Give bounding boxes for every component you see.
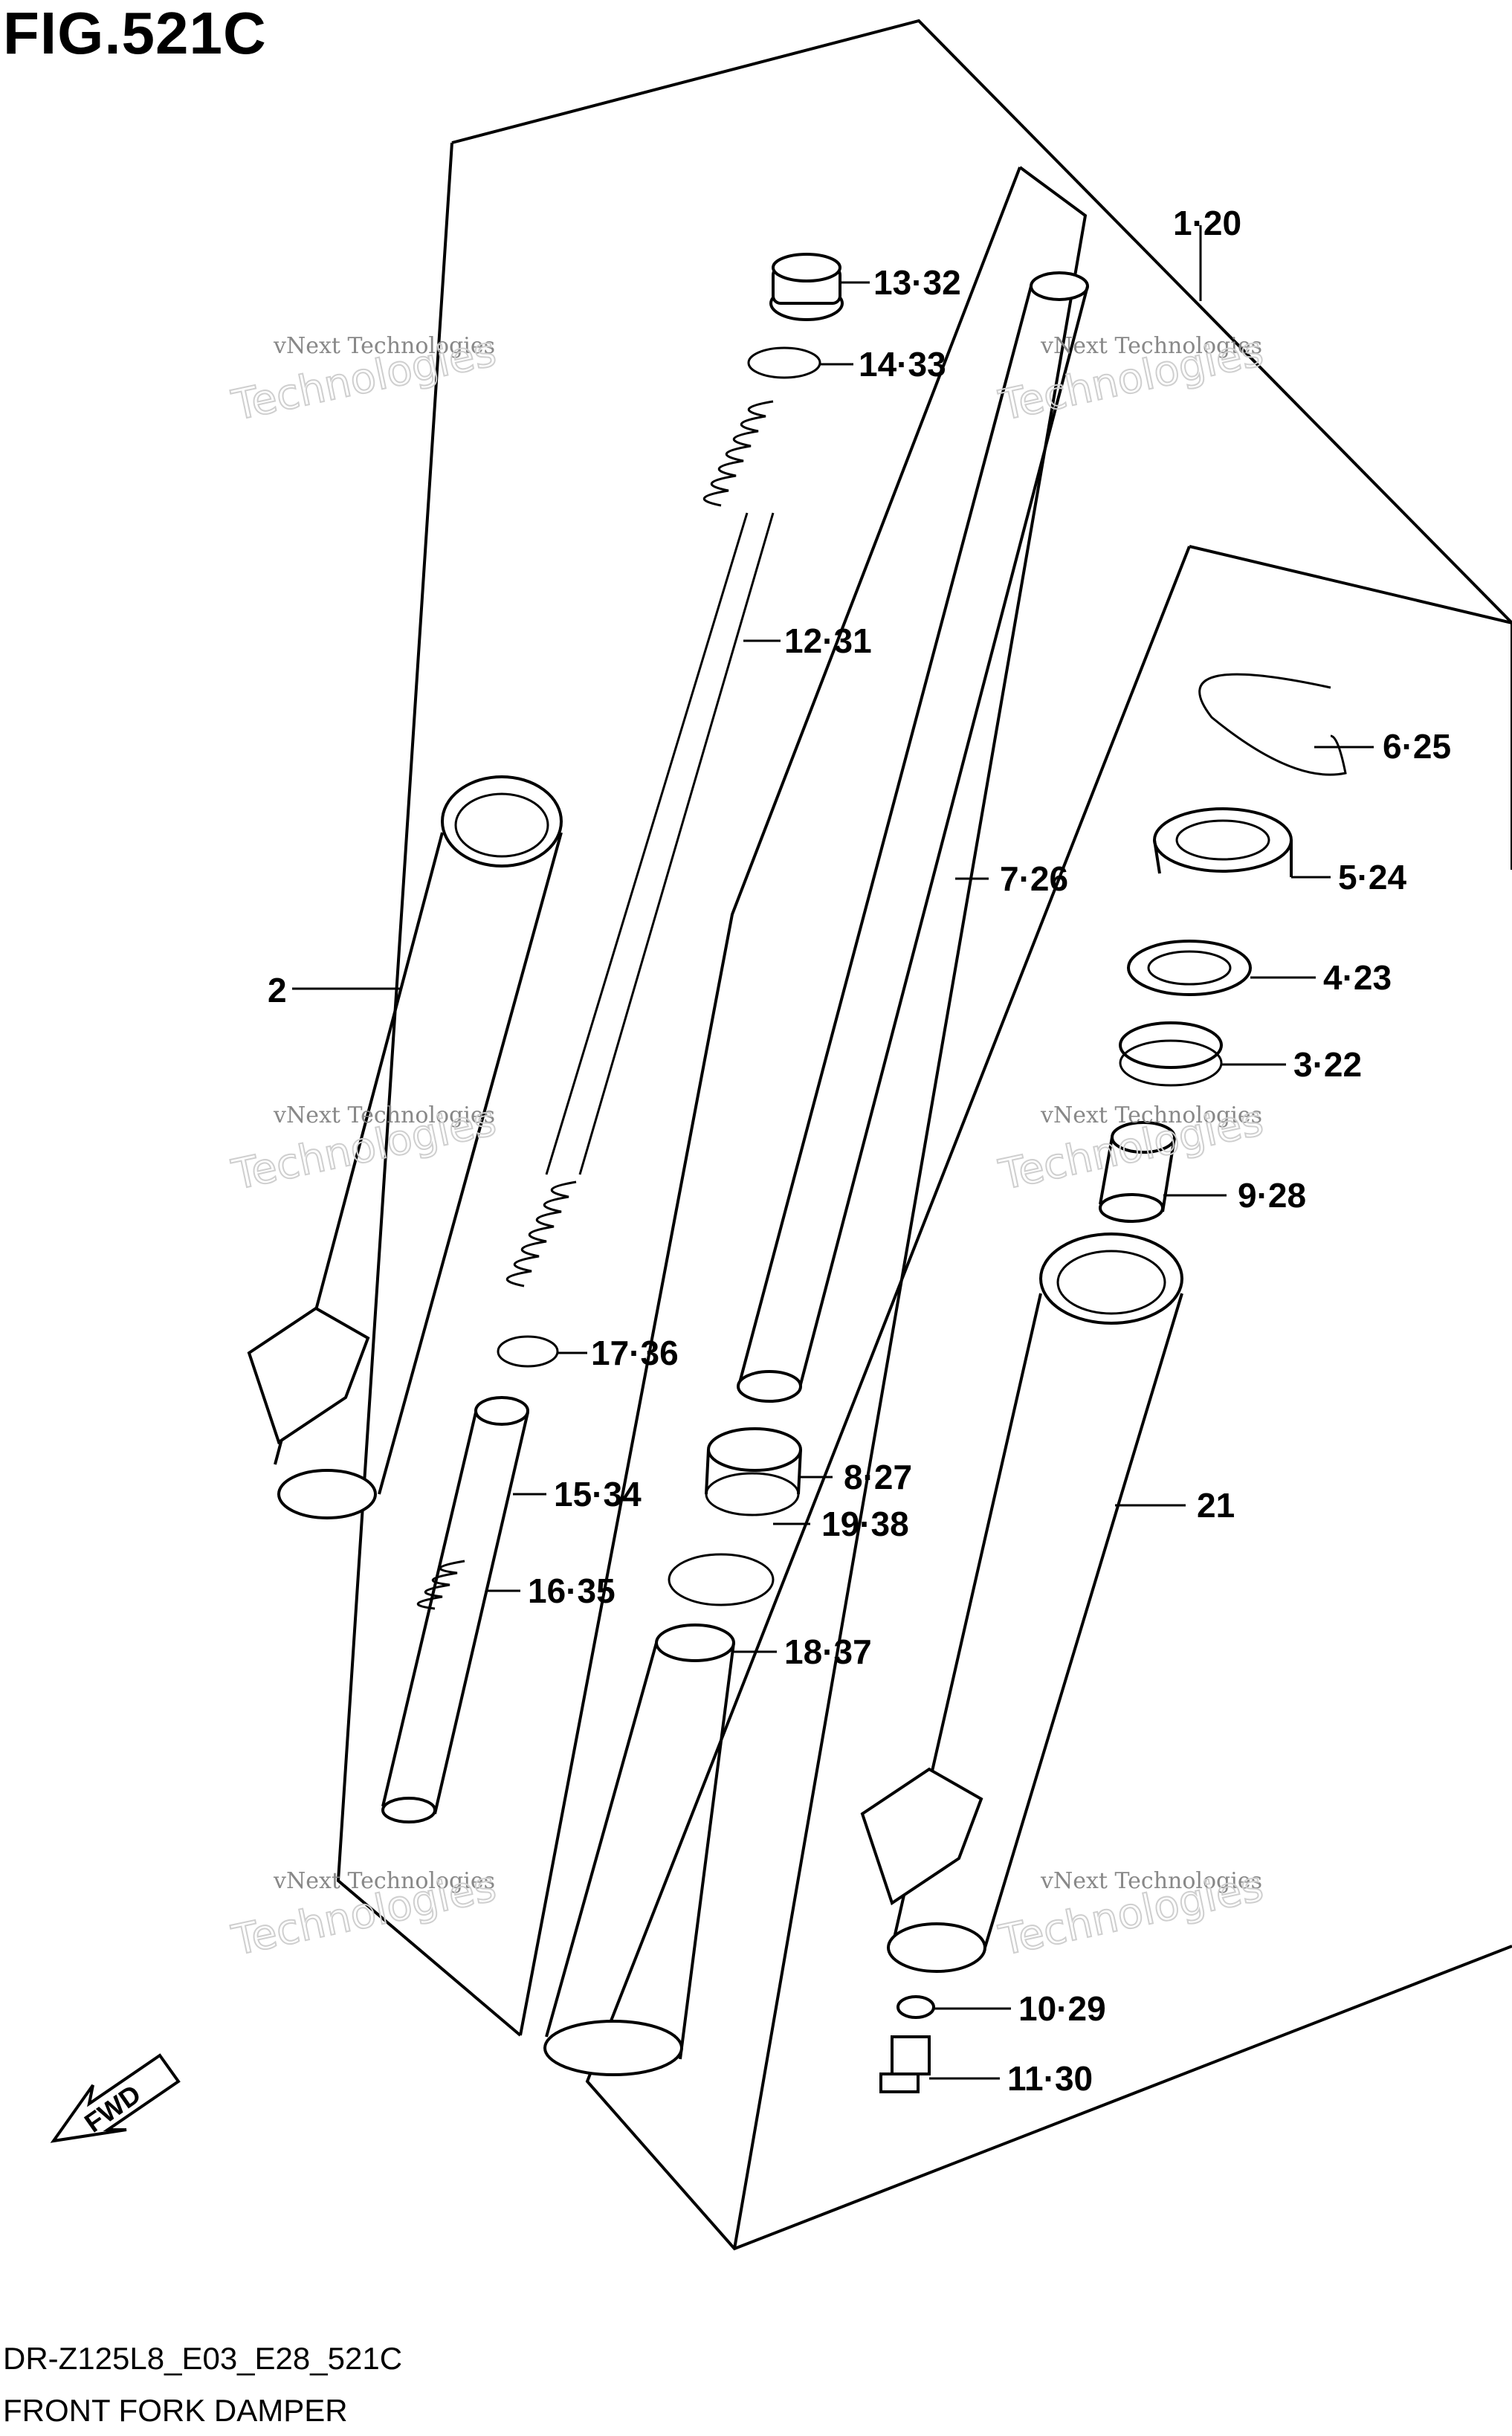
part-10-washer — [896, 1995, 935, 2019]
part-17-circlip — [497, 1335, 559, 1368]
callout-14-33: 14·33 — [859, 345, 946, 384]
callout-8-27: 8·27 — [844, 1458, 912, 1496]
callout-4-23: 4·23 — [1323, 958, 1392, 997]
callout-12-31: 12·31 — [784, 621, 872, 660]
callout-6-25: 6·25 — [1383, 727, 1451, 766]
watermark: vNext Technologies Technologies vNext Te… — [227, 326, 1267, 1966]
part-3-guide-bushing — [1119, 1021, 1223, 1087]
part-2-outer-tube — [247, 775, 563, 1519]
callout-19-38: 19·38 — [821, 1505, 909, 1543]
callout-16-35: 16·35 — [528, 1571, 616, 1610]
model-code: DR-Z125L8_E03_E28_521C — [3, 2341, 403, 2376]
callout-17-36: 17·36 — [591, 1334, 679, 1372]
watermark-text: vNext Technologies — [273, 1868, 495, 1894]
part-8-bushing — [705, 1427, 802, 1516]
callout-21: 21 — [1197, 1486, 1235, 1525]
callout-9-28: 9·28 — [1238, 1176, 1306, 1215]
callout-13-32: 13·32 — [873, 263, 961, 302]
assembly-outline-left-side — [336, 142, 522, 2037]
assembly-outline-inner-left — [519, 167, 1021, 2036]
callout-7-26: 7·26 — [1000, 859, 1068, 898]
watermark-text: vNext Technologies — [273, 1102, 495, 1128]
assembly-outline-inner — [733, 166, 1088, 2249]
watermark-text: vNext Technologies — [1040, 1868, 1262, 1894]
part-14-o-ring — [747, 346, 821, 379]
callout-11-30: 11·30 — [1007, 2059, 1093, 2098]
part-12-spring — [506, 400, 775, 1288]
callout-5-24: 5·24 — [1338, 858, 1406, 896]
callout-10-29: 10·29 — [1018, 1989, 1106, 2028]
assembly-outline-right-side — [585, 546, 1512, 2251]
figure-name: FRONT FORK DAMPER — [3, 2393, 348, 2428]
part-13-cap-bolt — [769, 253, 844, 321]
part-15-damper-rod — [381, 1396, 529, 1823]
part-19-clamp — [668, 1553, 775, 1606]
part-7-inner-tube — [737, 271, 1089, 1403]
callout-3-22: 3·22 — [1293, 1045, 1362, 1084]
part-9-oil-lock-piece — [1099, 1121, 1176, 1223]
figure-title: FIG.521C — [3, 0, 267, 66]
watermark-text: vNext Technologies — [1040, 333, 1262, 359]
callout-1-20: 1·20 — [1173, 204, 1241, 242]
part-6-circlip — [1198, 673, 1347, 776]
watermark-text: vNext Technologies — [273, 333, 495, 359]
assembly-outline-right — [1189, 545, 1512, 870]
part-21-outer-tube — [860, 1232, 1183, 1973]
part-16-rebound-spring — [416, 1560, 465, 1610]
assembly-outline-left — [451, 19, 1512, 624]
part-4-washer — [1127, 940, 1252, 996]
part-5-oil-seal — [1153, 807, 1293, 877]
fwd-arrow-icon: FWD — [50, 2053, 181, 2143]
callout-2: 2 — [268, 971, 287, 1009]
callout-leaders — [292, 225, 1374, 2080]
part-11-bolt — [879, 2035, 931, 2093]
part-18-dust-boot — [543, 1624, 735, 2076]
callout-18-37: 18·37 — [784, 1632, 872, 1671]
watermark-text: vNext Technologies — [1040, 1102, 1262, 1128]
callout-15-34: 15·34 — [554, 1475, 642, 1513]
